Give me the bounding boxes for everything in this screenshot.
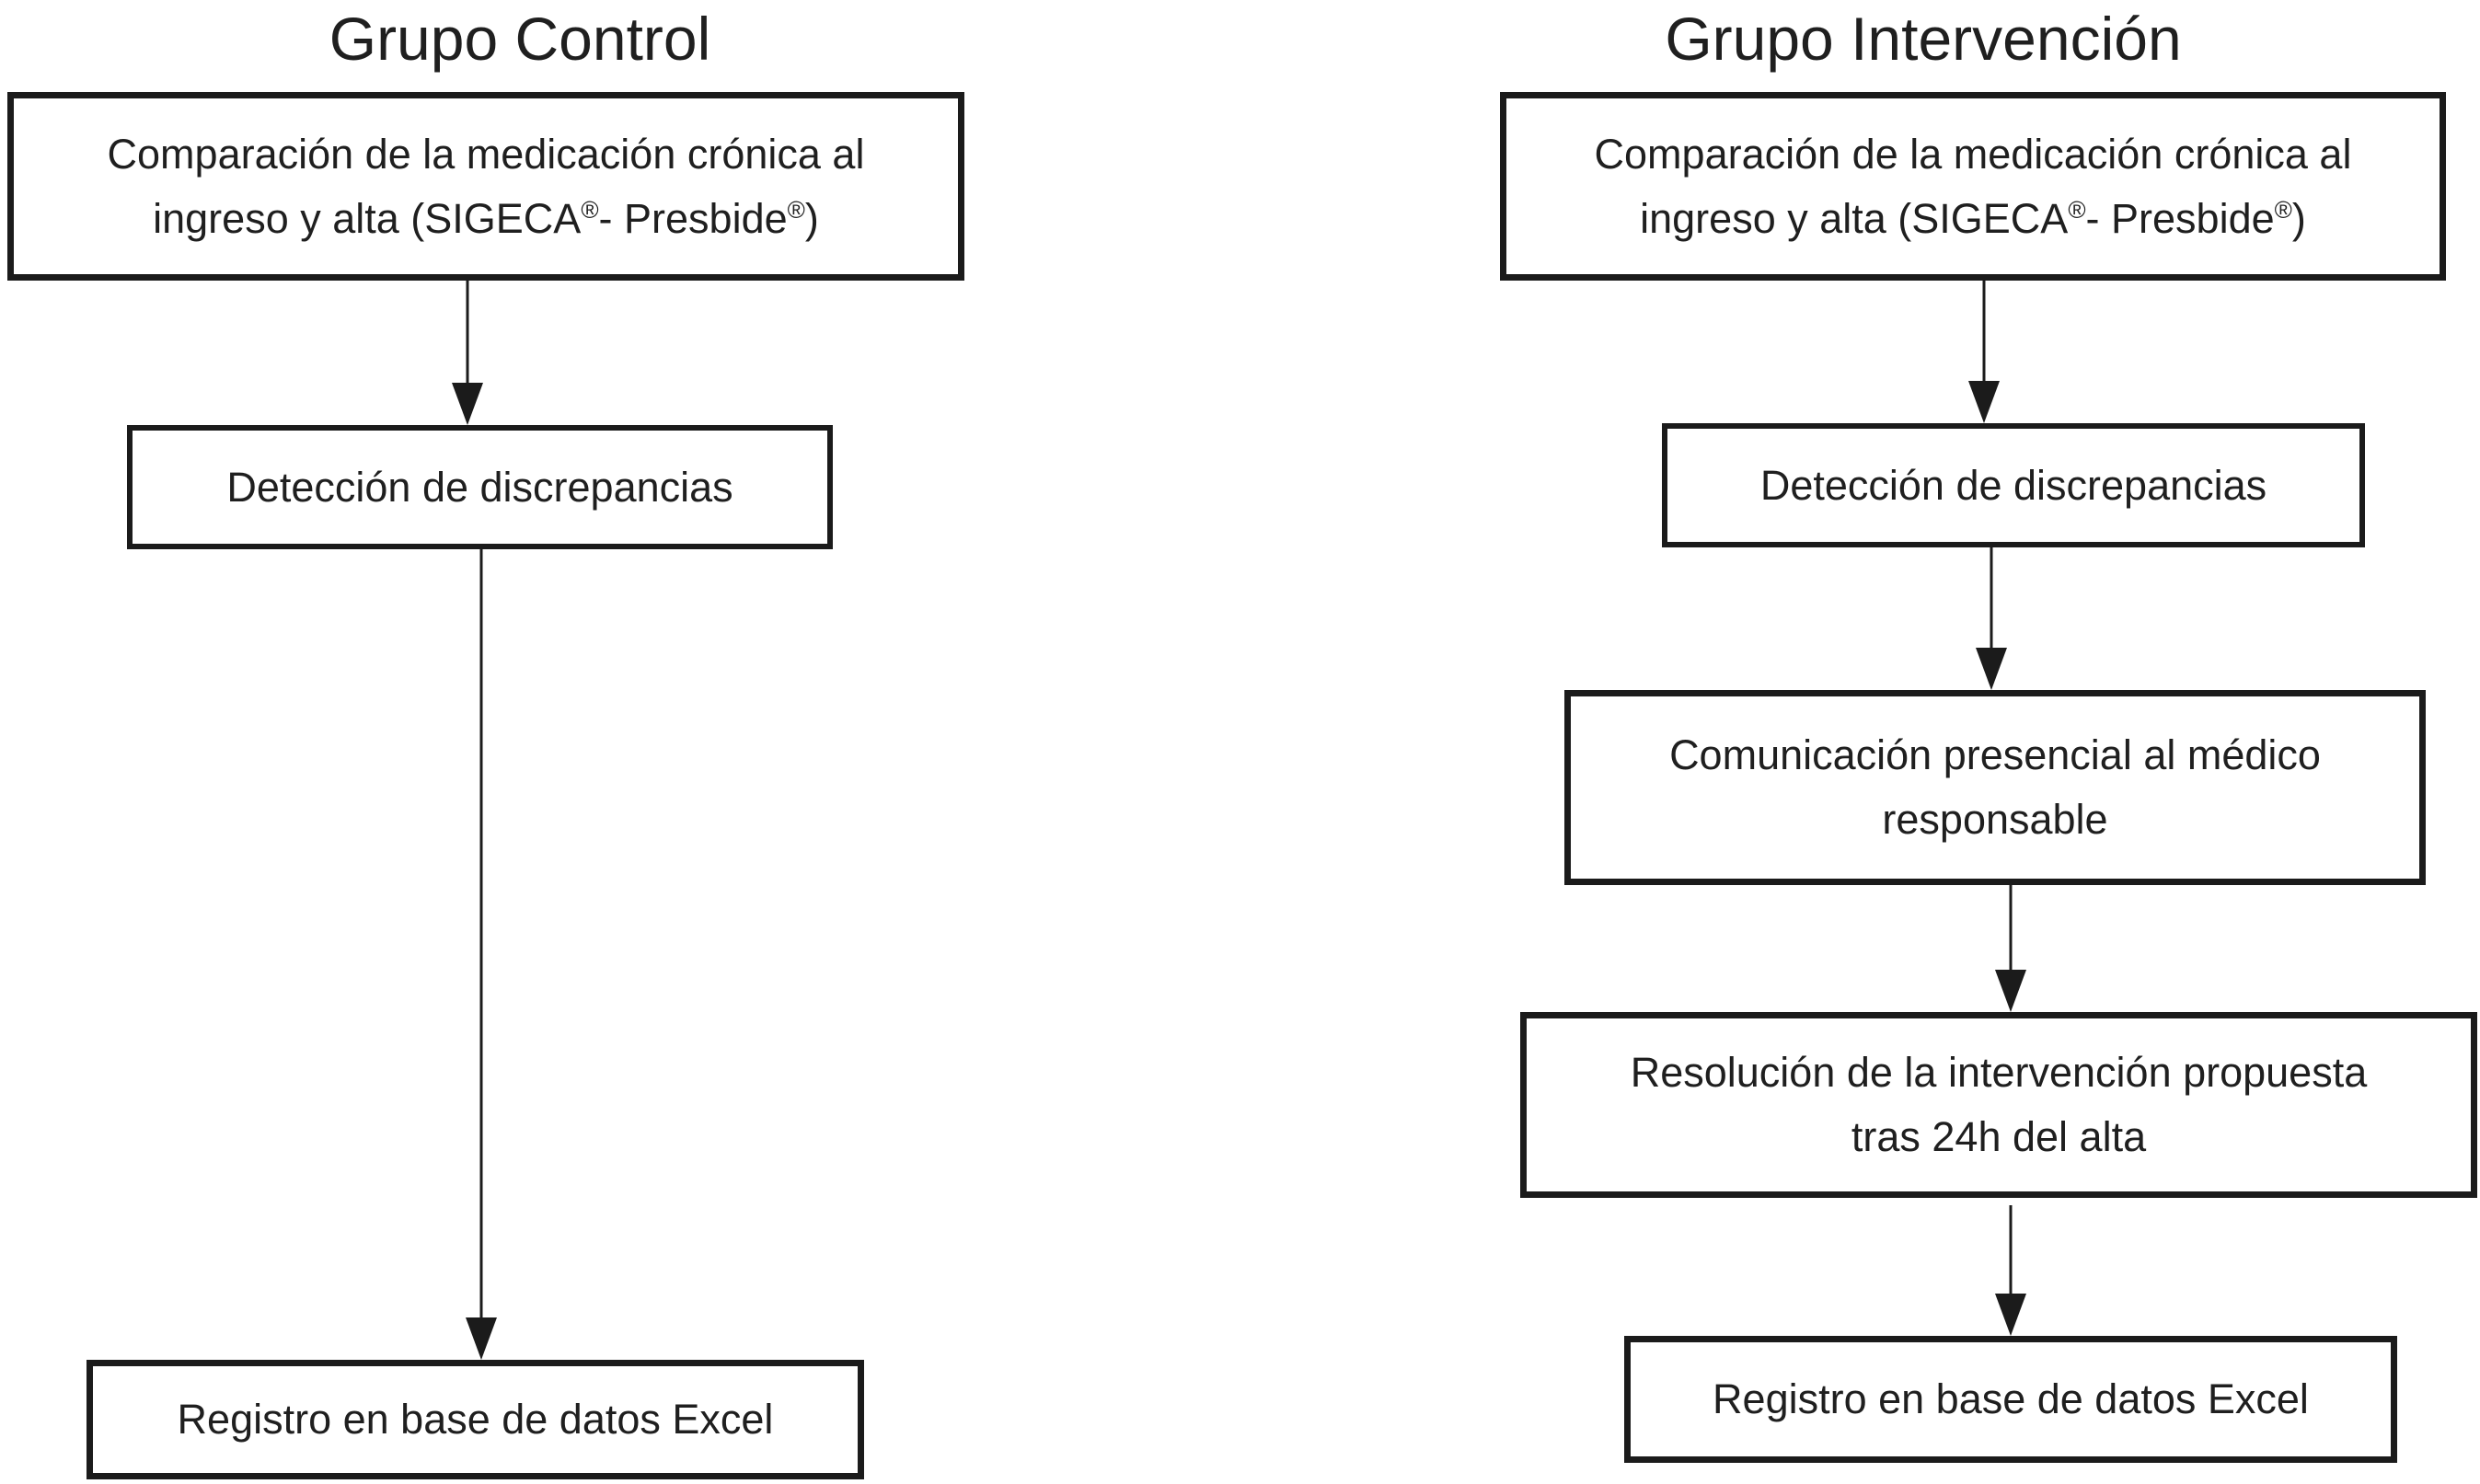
intervention-arrow-3 [1990, 885, 2031, 1012]
registered-trademark-icon: ® [787, 195, 805, 224]
intervention-column-title: Grupo Intervención [1665, 5, 2182, 73]
intervention-step-comunicacion-box: Comunicación presencial al médico respon… [1564, 690, 2426, 885]
intervention-arrow-1 [1964, 281, 2004, 423]
connector-line [1982, 281, 1986, 385]
box-text-line: ingreso y alta (SIGECA®- Presbide®) [153, 194, 819, 242]
box-text-line: Comunicación presencial al médico [1669, 731, 2321, 779]
box-text-line: responsable [1882, 796, 2108, 843]
control-step-registro-box: Registro en base de datos Excel [87, 1360, 864, 1479]
connector-line [2009, 1205, 2013, 1297]
box-text-line: Registro en base de datos Excel [1713, 1375, 2309, 1423]
box-text-line: Comparación de la medicación crónica al [107, 130, 865, 178]
control-step-deteccion-box: Detección de discrepancias [127, 425, 833, 549]
registered-trademark-icon: ® [2274, 195, 2292, 224]
control-arrow-1 [447, 281, 488, 425]
arrowhead-icon [1995, 970, 2026, 1012]
intervention-arrow-2 [1971, 547, 2012, 690]
intervention-step-registro-box: Registro en base de datos Excel [1624, 1336, 2397, 1463]
box-text-line: Comparación de la medicación crónica al [1594, 130, 2352, 178]
box-text-line: ingreso y alta (SIGECA®- Presbide®) [1640, 194, 2306, 242]
registered-trademark-icon: ® [2068, 195, 2086, 224]
connector-line [466, 281, 469, 386]
arrowhead-icon [466, 1317, 497, 1360]
box-text-line: Detección de discrepancias [226, 463, 733, 511]
intervention-step-resolucion-box: Resolución de la intervención propuesta … [1520, 1012, 2477, 1198]
connector-line [1990, 547, 1993, 651]
control-arrow-2 [461, 549, 502, 1360]
control-column-title: Grupo Control [329, 5, 711, 73]
intervention-step-comparacion-box: Comparación de la medicación crónica al … [1500, 92, 2446, 281]
arrowhead-icon [452, 383, 483, 425]
arrowhead-icon [1995, 1294, 2026, 1336]
registered-trademark-icon: ® [581, 195, 599, 224]
arrowhead-icon [1968, 381, 2000, 423]
intervention-step-deteccion-box: Detección de discrepancias [1662, 423, 2365, 547]
box-text-line: Resolución de la intervención propuesta [1630, 1049, 2368, 1097]
connector-line [2009, 885, 2013, 973]
box-text-line: tras 24h del alta [1851, 1113, 2147, 1160]
intervention-arrow-4 [1990, 1205, 2031, 1336]
box-text-line: Detección de discrepancias [1759, 461, 2267, 509]
box-text-line: Registro en base de datos Excel [177, 1396, 774, 1444]
arrowhead-icon [1976, 648, 2007, 690]
control-step-comparacion-box: Comparación de la medicación crónica al … [7, 92, 964, 281]
connector-line [479, 549, 483, 1321]
